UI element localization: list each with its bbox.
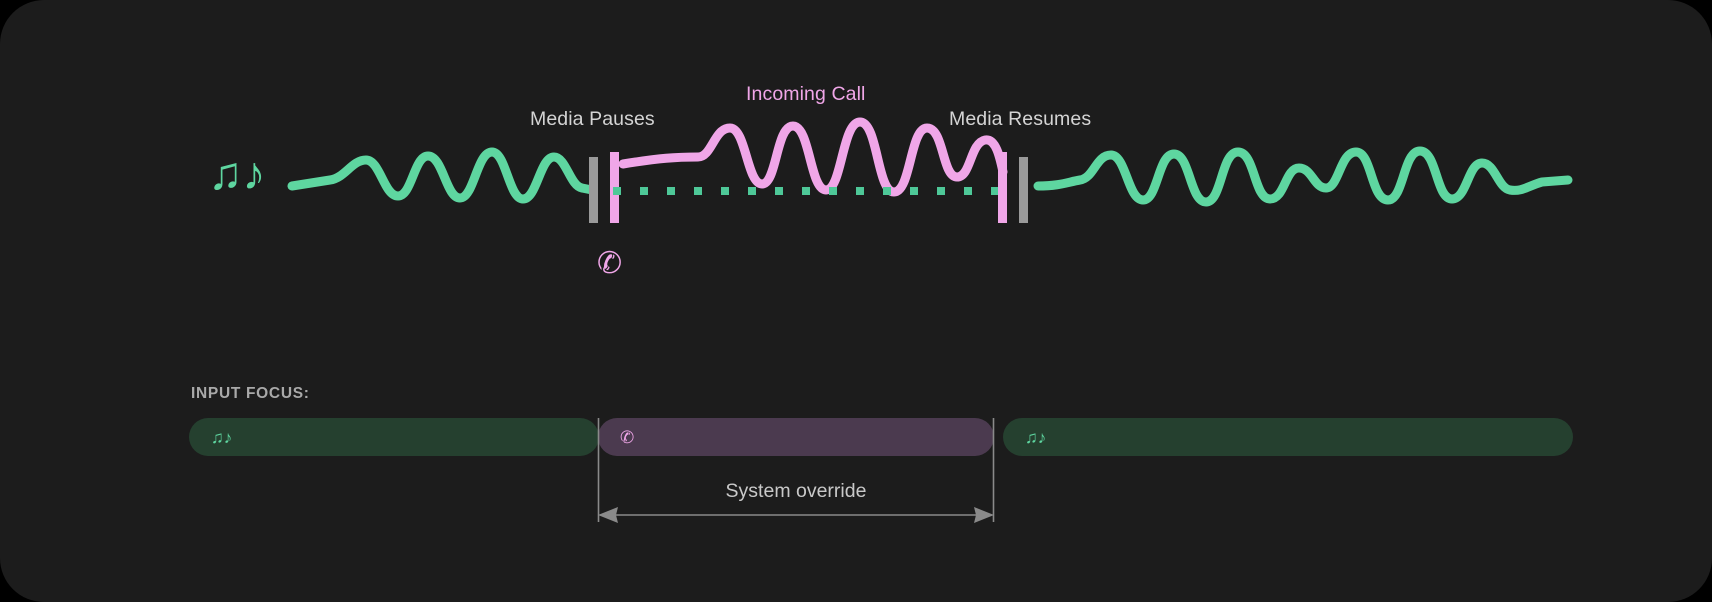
music-note-icon: ♫♪ — [211, 427, 233, 447]
phone-icon: ✆ — [620, 427, 635, 447]
media-waveform-before — [287, 147, 597, 204]
input-focus-label: INPUT FOCUS: — [191, 385, 310, 402]
timeline-graphic — [287, 117, 1573, 223]
pause-marker-gray — [589, 157, 598, 223]
resume-marker-pink — [998, 152, 1007, 223]
label-media-resumes: Media Resumes — [949, 108, 1092, 130]
audio-timeline: ♫♪ ✆ Media Pauses Incoming Call Media Re… — [208, 83, 1573, 280]
override-arrow-head-right — [974, 507, 994, 523]
focus-segment-media-after[interactable]: ♫♪ — [1003, 418, 1573, 456]
override-arrow-head-left — [598, 507, 618, 523]
media-waveform-after — [1033, 146, 1573, 207]
label-incoming-call: Incoming Call — [746, 83, 866, 105]
resume-marker-gray — [1019, 157, 1028, 223]
focus-segment-media-before[interactable]: ♫♪ — [189, 418, 599, 456]
call-waveform — [618, 117, 1008, 197]
label-media-pauses: Media Pauses — [530, 108, 655, 130]
phone-icon: ✆ — [597, 247, 623, 280]
system-override-caption: System override — [725, 480, 867, 502]
music-note-icon: ♫♪ — [1025, 427, 1047, 447]
focus-segment-call[interactable]: ✆ — [598, 418, 994, 456]
music-note-icon: ♫♪ — [208, 147, 266, 199]
paused-media-dots — [613, 187, 999, 195]
